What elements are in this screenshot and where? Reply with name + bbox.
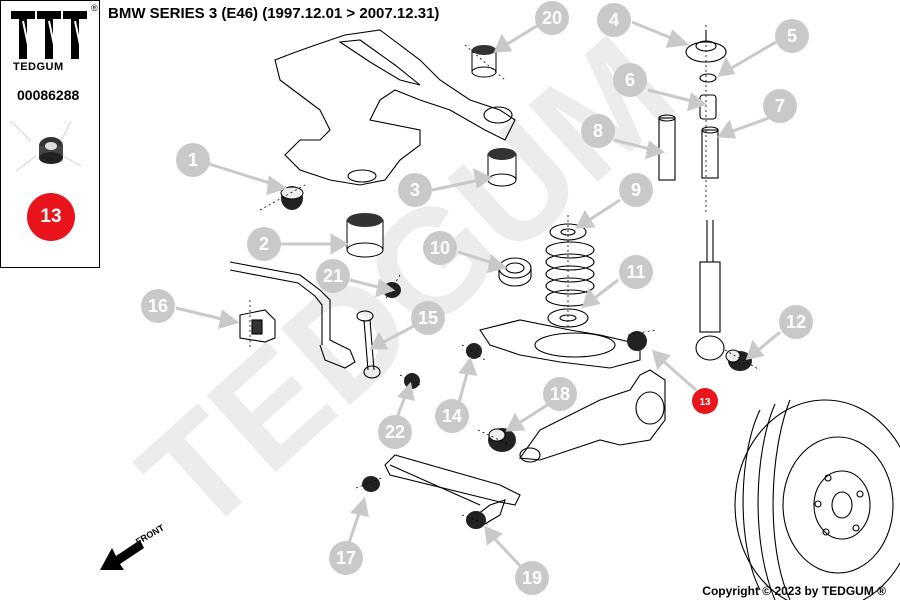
- centerlines: [249, 25, 761, 526]
- svg-text:12: 12: [786, 312, 806, 332]
- svg-text:1: 1: [188, 150, 198, 170]
- svg-text:15: 15: [418, 308, 438, 328]
- callout-6: 6: [613, 63, 647, 97]
- callout-8: 8: [581, 114, 615, 148]
- bushing-thumbnail: [10, 120, 82, 172]
- callout-18: 18: [543, 377, 577, 411]
- registered-mark: ®: [91, 3, 98, 13]
- rear-subframe: [274, 29, 516, 186]
- svg-text:19: 19: [522, 568, 542, 588]
- bushing-1: [280, 186, 304, 210]
- copyright-notice: Copyright © 2023 by TEDGUM ®: [702, 584, 886, 598]
- svg-text:FRONT: FRONT: [134, 522, 166, 546]
- svg-text:10: 10: [430, 238, 450, 258]
- callout-11: 11: [619, 255, 653, 289]
- bushing-2: [346, 213, 384, 258]
- bump-stop: [699, 73, 717, 120]
- svg-text:3: 3: [410, 180, 420, 200]
- control-arm-upper: [479, 319, 641, 369]
- callout-4: 4: [597, 3, 631, 37]
- lower-link: [384, 454, 521, 529]
- bushing-14: [466, 343, 482, 359]
- callout-15: 15: [411, 301, 445, 335]
- callout-arrows: [175, 20, 781, 572]
- coil-spring: [545, 241, 595, 307]
- svg-text:5: 5: [787, 26, 797, 46]
- callout-10: 10: [423, 231, 457, 265]
- trailing-arm: [519, 369, 666, 463]
- part-info-panel: ® TEDGUM 00086288 13: [0, 0, 100, 268]
- svg-text:4: 4: [609, 10, 619, 30]
- callout-17: 17: [329, 541, 363, 575]
- svg-text:22: 22: [385, 422, 405, 442]
- stabilizer-bush: [239, 309, 276, 343]
- bushing-22: [404, 373, 420, 389]
- stabilizer-bar: [229, 261, 356, 369]
- callout-1: 1: [176, 143, 210, 177]
- svg-text:2: 2: [259, 234, 269, 254]
- callout-22: 22: [378, 415, 412, 449]
- callout-2: 2: [247, 227, 281, 261]
- callout-16: 16: [141, 289, 175, 323]
- svg-text:7: 7: [775, 96, 785, 116]
- shock-absorber: [695, 220, 725, 361]
- callout-9: 9: [619, 173, 653, 207]
- svg-text:14: 14: [442, 406, 462, 426]
- callout-12: 12: [779, 305, 813, 339]
- svg-text:18: 18: [550, 384, 570, 404]
- brand-name: TEDGUM: [13, 61, 64, 73]
- bushing-3: [487, 148, 517, 187]
- svg-text:13: 13: [699, 397, 711, 408]
- bushing-18: [488, 428, 516, 452]
- svg-text:11: 11: [626, 262, 645, 282]
- tedgum-logo: [11, 9, 89, 59]
- svg-text:21: 21: [323, 266, 343, 286]
- wheel: [734, 399, 900, 600]
- highlight-badge-13: 13: [692, 388, 718, 414]
- svg-text:9: 9: [631, 180, 641, 200]
- callout-7: 7: [763, 89, 797, 123]
- bushing-17: [362, 476, 380, 492]
- callout-3: 3: [398, 173, 432, 207]
- callout-19: 19: [515, 561, 549, 595]
- svg-text:16: 16: [148, 296, 168, 316]
- part-badge: 13: [27, 193, 75, 241]
- bushing-19: [466, 511, 486, 529]
- callout-14: 14: [435, 399, 469, 433]
- svg-text:17: 17: [336, 548, 356, 568]
- bushing-13: [627, 331, 647, 351]
- callout-20: 20: [535, 1, 569, 35]
- dust-cover-right: [701, 126, 719, 179]
- callout-5: 5: [775, 19, 809, 53]
- bushing-20: [471, 45, 497, 78]
- front-arrow: FRONT: [100, 522, 166, 570]
- stabilizer-link: [356, 310, 381, 379]
- vehicle-title: BMW SERIES 3 (E46) (1997.12.01 > 2007.12…: [108, 5, 440, 22]
- callout-21: 21: [316, 259, 350, 293]
- bushings: [280, 45, 752, 529]
- svg-text:8: 8: [593, 121, 603, 141]
- svg-text:6: 6: [625, 70, 635, 90]
- part-number: 00086288: [17, 87, 80, 103]
- svg-text:20: 20: [542, 8, 562, 28]
- callouts: 1 2 3 4 5 6 7 8 9 10 11 12 14 15 16 17 1…: [141, 1, 813, 595]
